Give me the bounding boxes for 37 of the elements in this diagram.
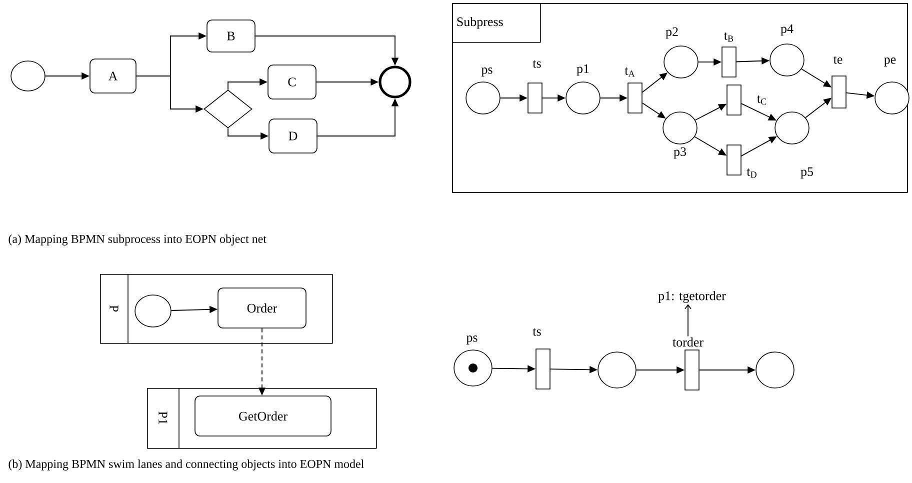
subprocess-frame — [452, 3, 908, 193]
node-label: ts — [532, 328, 541, 336]
node-label: t$_{B}$ — [724, 32, 734, 42]
node-label: ts — [532, 60, 541, 68]
node-label: pe — [884, 58, 896, 66]
lane-label: P1 — [158, 412, 168, 424]
node-label: t$_{D}$ — [746, 168, 756, 178]
lane-label: P — [110, 305, 118, 312]
place-circle — [756, 352, 794, 388]
caption: (b) Mapping BPMN swim lanes and connecting objects into EOPN model — [8, 460, 364, 470]
transition-label: torder — [672, 337, 704, 347]
node-label: p3 — [674, 147, 686, 159]
start-event — [10, 60, 46, 92]
task-box: B — [206, 20, 256, 52]
node-label: te — [833, 56, 842, 64]
task-box: GetOrder — [194, 396, 332, 436]
end-event — [378, 66, 412, 98]
arrow — [684, 304, 692, 337]
start-event — [134, 294, 172, 328]
node-label: p4 — [780, 24, 794, 36]
place-annotation: p1: tgetorder — [658, 291, 726, 303]
caption: (a) Mapping BPMN subprocess into EOPN object net — [8, 234, 266, 246]
node-label: p5 — [800, 167, 813, 179]
heading-tab: Subpress — [452, 3, 541, 43]
task-box: D — [268, 118, 318, 154]
place-circle — [598, 352, 636, 388]
gateway-diamond — [204, 90, 252, 128]
task-box: A — [90, 58, 136, 94]
task-box: Order — [218, 288, 306, 328]
transition-bar — [684, 350, 700, 390]
node-label: t$_{A}$ — [624, 67, 635, 77]
node-label: p1 — [576, 64, 589, 76]
node-label: t$_{C}$ — [757, 95, 766, 105]
node-label: p2 — [666, 27, 678, 39]
task-box: C — [268, 64, 316, 100]
node-label: ps — [466, 336, 478, 344]
node-label: ps — [481, 68, 492, 76]
